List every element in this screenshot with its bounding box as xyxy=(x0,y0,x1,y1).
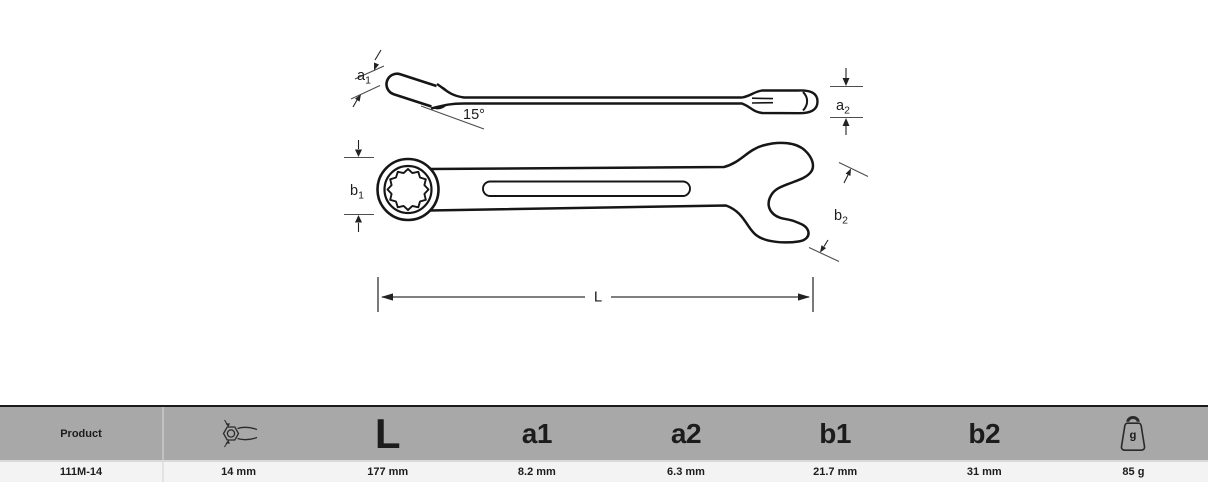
header-a1: a1 xyxy=(521,417,553,449)
value-size: 14 mm xyxy=(221,466,256,478)
dim-b2-arrow-bottom xyxy=(820,245,827,253)
header-length: L xyxy=(374,409,401,457)
dim-label-length: L xyxy=(594,289,602,306)
side-head-jaw-arc xyxy=(802,91,809,112)
dim-label-a1: a1 xyxy=(357,68,371,87)
top-ring-bore xyxy=(383,164,433,215)
angle-reference-line xyxy=(420,105,485,130)
spec-table-header: Product L a1 a2 xyxy=(0,405,1208,460)
dim-a2-arrow-top xyxy=(842,78,850,86)
dim-label-b2: b2 xyxy=(834,208,848,227)
value-weight: 85 g xyxy=(1122,466,1145,478)
dim-a1-arrow-bottom xyxy=(355,94,361,102)
side-view-drawing: 15° a1 a2 xyxy=(350,49,863,135)
top-shank-outline xyxy=(428,141,815,244)
dim-a2 xyxy=(830,68,863,135)
product-row: 111M-14 14 mm 177 mm 8.2 mm 6.3 mm 21.7 … xyxy=(0,460,1208,482)
wrench-size-icon xyxy=(222,419,257,448)
header-weight: g xyxy=(1059,407,1208,460)
weight-icon-unit-label: g xyxy=(1130,429,1137,441)
dim-label-a2: a2 xyxy=(836,98,850,117)
top-shank-slot xyxy=(482,180,691,197)
side-head-detail-lines xyxy=(751,97,774,104)
dim-b1-arrow-bottom xyxy=(355,215,362,223)
dim-a1 xyxy=(350,49,385,108)
dim-length-arrow-left xyxy=(381,293,393,301)
top-ring-12-point-profile xyxy=(386,168,430,211)
angle-label: 15° xyxy=(463,107,485,123)
dim-b2 xyxy=(808,162,869,262)
top-view-drawing: b1 b2 xyxy=(344,140,869,262)
value-b1: 21.7 mm xyxy=(813,466,858,478)
dim-b1 xyxy=(344,140,374,232)
value-product: 111M-14 xyxy=(0,462,164,482)
dim-length: L xyxy=(377,277,814,312)
side-shank-outline xyxy=(430,83,819,115)
spec-table: Product L a1 a2 xyxy=(0,405,1208,482)
header-b2: b2 xyxy=(968,417,1001,449)
dim-a2-arrow-bottom xyxy=(842,118,850,126)
dim-b2-arrow-top xyxy=(845,168,851,176)
value-a1: 8.2 mm xyxy=(517,466,556,478)
value-a2: 6.3 mm xyxy=(667,466,705,478)
wrench-technical-drawing: 15° a1 a2 xyxy=(344,49,869,312)
value-b2: 31 mm xyxy=(966,466,1002,478)
dim-length-arrow-right xyxy=(798,293,810,301)
header-b1: b1 xyxy=(819,417,851,449)
dim-label-b1: b1 xyxy=(350,183,364,202)
dim-a1-arrow-top xyxy=(374,62,379,71)
header-a2: a2 xyxy=(670,417,702,449)
weight-grams-icon: g xyxy=(1121,415,1146,451)
value-length: 177 mm xyxy=(367,466,409,478)
header-product: Product xyxy=(0,407,164,460)
header-size xyxy=(164,407,313,460)
dim-b1-arrow-top xyxy=(355,149,362,157)
